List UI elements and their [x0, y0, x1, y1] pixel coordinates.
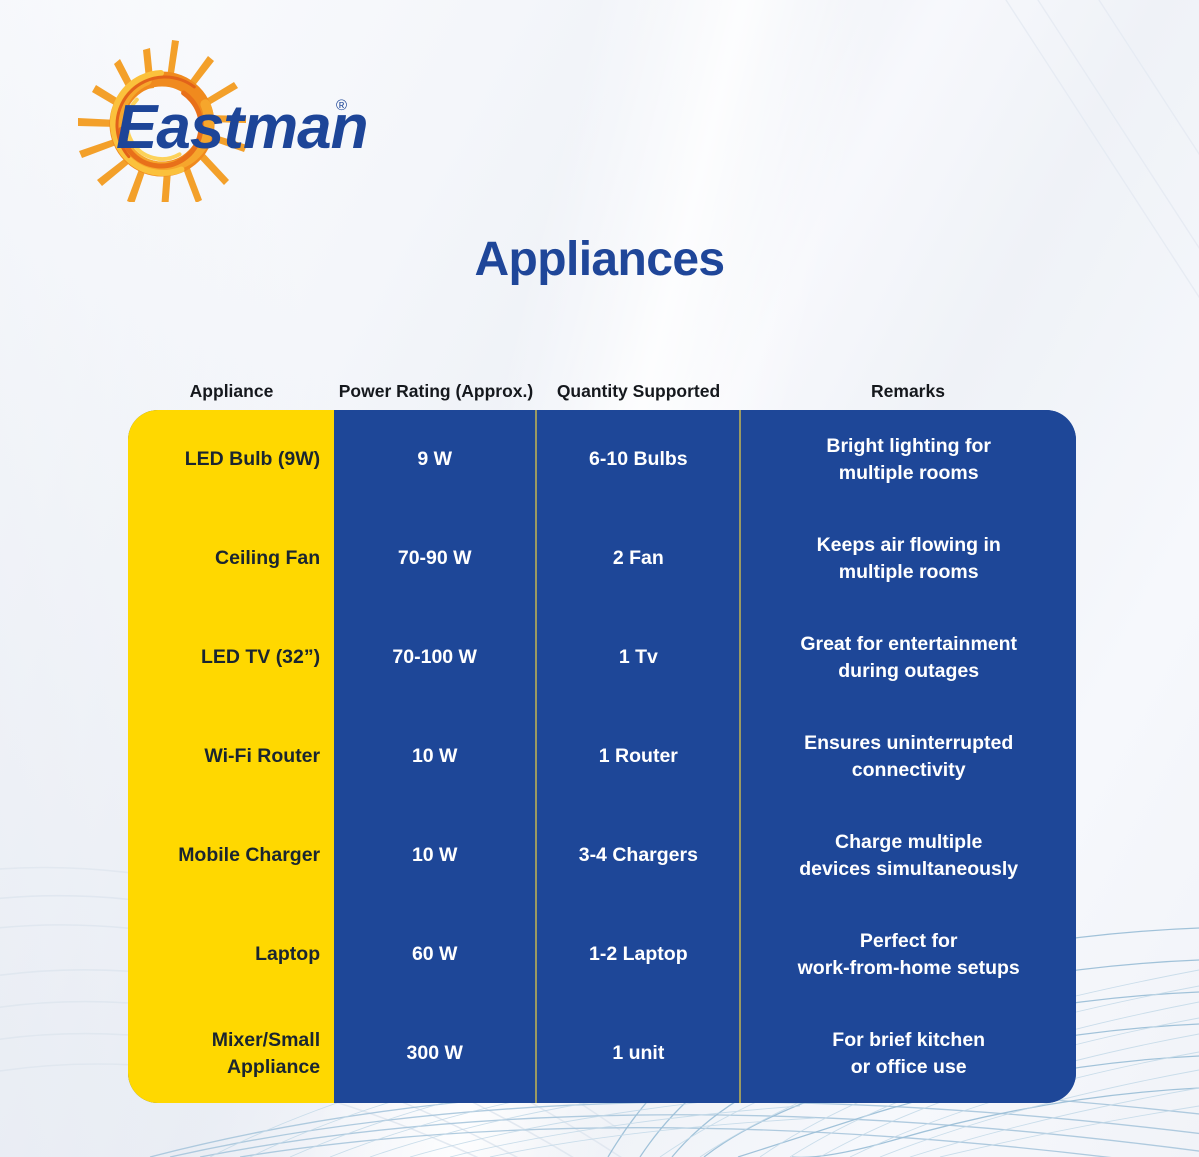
cell-text: Ceiling Fan [215, 547, 321, 570]
column-header-quantity-line1: Quantity [556, 381, 628, 402]
table-cell-remarks: Perfect for work-from-home setups [741, 905, 1076, 1004]
cell-text: Great for entertainment [800, 633, 1018, 656]
table-cell-appliance: Mobile Charger [128, 806, 334, 905]
cell-text: or office use [850, 1055, 967, 1078]
appliance-column: LED Bulb (9W) Ceiling Fan LED TV (32”) W… [128, 410, 335, 1103]
cell-text: Wi-Fi Router [204, 745, 321, 768]
column-header-appliance-line1: Appliance [189, 381, 274, 402]
cell-text: LED Bulb (9W) [184, 448, 321, 471]
table-cell-appliance: Wi-Fi Router [128, 707, 334, 806]
cell-text: LED TV (32”) [200, 646, 321, 669]
svg-text:Eastman: Eastman [116, 93, 367, 162]
remarks-column: Bright lighting for multiple rooms Keeps… [741, 410, 1076, 1103]
cell-text: Mixer/Small [211, 1029, 321, 1052]
table-cell-power: 300 W [406, 1042, 463, 1065]
column-header-remarks-line1: Remarks [871, 381, 945, 402]
cell-text: Appliance [226, 1055, 321, 1078]
table-cell-remarks: Bright lighting for multiple rooms [741, 410, 1076, 509]
cell-text: Ensures uninterrupted [804, 732, 1014, 755]
cell-text: during outages [838, 659, 980, 682]
column-header-power-rating: Power Rating (Approx.) [335, 380, 537, 410]
table-cell-quantity: 6-10 Bulbs [589, 448, 688, 471]
column-header-power-line2: (Approx.) [455, 381, 534, 402]
column-header-power-line1: Power Rating [338, 381, 451, 402]
table-cell-appliance: LED TV (32”) [128, 608, 334, 707]
column-header-quantity-line2: Supported [632, 381, 721, 402]
table-header-row: Appliance Power Rating (Approx.) Quantit… [128, 338, 1076, 410]
table-cell-quantity: 2 Fan [612, 547, 664, 570]
table-cell-remarks: For brief kitchen or office use [741, 1004, 1076, 1103]
appliances-table: Appliance Power Rating (Approx.) Quantit… [128, 338, 1076, 1103]
cell-text: Keeps air flowing in [816, 534, 1001, 557]
table-cell-power: 70-90 W [397, 547, 472, 570]
table-cell-power: 10 W [411, 844, 458, 867]
cell-text: For brief kitchen [832, 1029, 986, 1052]
table-cell-remarks: Ensures uninterrupted connectivity [741, 707, 1076, 806]
table-cell-remarks: Great for entertainment during outages [741, 608, 1076, 707]
cell-text: connectivity [851, 758, 966, 781]
cell-text: work-from-home setups [797, 956, 1020, 979]
table-cell-appliance: Ceiling Fan [128, 509, 334, 608]
power-rating-column: 9 W 70-90 W 70-100 W 10 W 10 W 60 W 300 … [334, 410, 536, 1103]
svg-text:®: ® [336, 97, 347, 114]
table-cell-power: 60 W [411, 943, 458, 966]
table-cell-appliance: Mixer/Small Appliance [128, 1004, 334, 1103]
table-body: LED Bulb (9W) Ceiling Fan LED TV (32”) W… [128, 410, 1076, 1103]
column-header-appliance: Appliance [128, 380, 335, 410]
cell-text: Mobile Charger [178, 844, 321, 867]
cell-text: Bright lighting for [826, 435, 992, 458]
page-title: Appliances [474, 233, 725, 286]
table-cell-quantity: 3-4 Chargers [578, 844, 698, 867]
eastman-wordmark: Eastman ® [116, 93, 368, 162]
table-cell-power: 9 W [417, 448, 453, 471]
table-cell-appliance: LED Bulb (9W) [128, 410, 334, 509]
cell-text: Charge multiple [835, 831, 983, 854]
eastman-logo: Eastman ® [68, 32, 368, 202]
table-cell-quantity: 1-2 Laptop [589, 943, 688, 966]
table-cell-quantity: 1 Router [598, 745, 678, 768]
quantity-column: 6-10 Bulbs 2 Fan 1 Tv 1 Router 3-4 Charg… [537, 410, 740, 1103]
cell-text: Perfect for [859, 930, 958, 953]
column-header-remarks: Remarks [740, 380, 1076, 410]
cell-text: multiple rooms [838, 560, 979, 583]
table-cell-remarks: Keeps air flowing in multiple rooms [741, 509, 1076, 608]
table-cell-quantity: 1 unit [612, 1042, 665, 1065]
cell-text: multiple rooms [838, 461, 979, 484]
column-header-quantity: Quantity Supported [537, 380, 740, 410]
table-cell-quantity: 1 Tv [618, 646, 658, 669]
cell-text: devices simultaneously [799, 857, 1019, 880]
cell-text: Laptop [255, 943, 321, 966]
table-cell-power: 10 W [411, 745, 458, 768]
table-cell-power: 70-100 W [392, 646, 477, 669]
table-cell-remarks: Charge multiple devices simultaneously [741, 806, 1076, 905]
table-cell-appliance: Laptop [128, 905, 334, 1004]
